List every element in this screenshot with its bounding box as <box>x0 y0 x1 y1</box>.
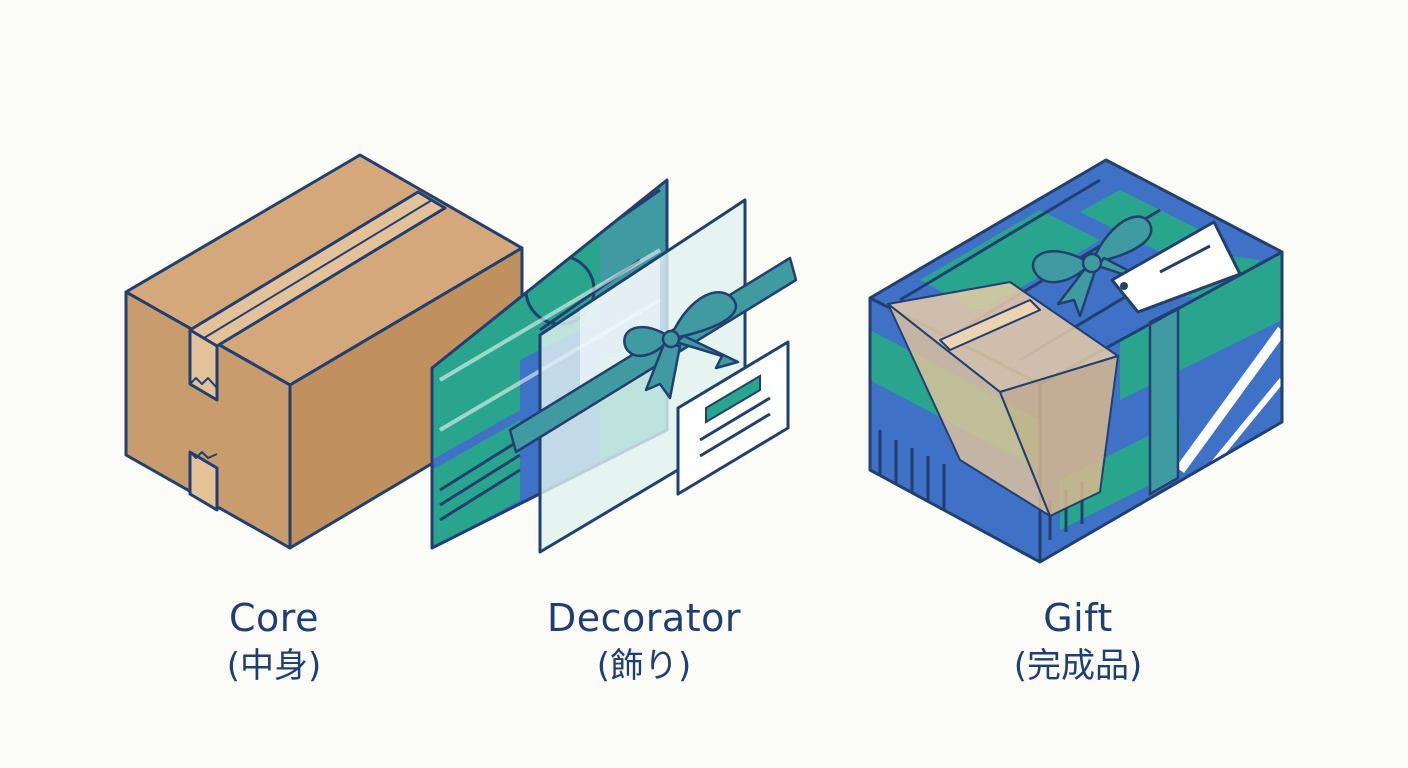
gift-tag-icon <box>1110 220 1242 314</box>
box-tape-front <box>188 328 219 402</box>
decorator-label: Decorator (飾り) <box>494 596 794 686</box>
gift-label: Gift (完成品) <box>928 596 1228 686</box>
gift-tag-card <box>676 340 790 496</box>
decorator-subtitle: (飾り) <box>596 646 692 686</box>
inner-core-box <box>887 281 1119 517</box>
core-subtitle: (中身) <box>226 646 322 686</box>
wrapped-gift-icon <box>868 158 1284 564</box>
gift-title: Gift <box>1043 596 1113 640</box>
cardboard-box-icon <box>124 153 524 550</box>
gift-subtitle: (完成品) <box>1013 646 1143 686</box>
core-label: Core (中身) <box>124 596 424 686</box>
ribbon-bow-icon <box>623 290 740 400</box>
decorator-title: Decorator <box>547 596 741 640</box>
box-tape-front-lower <box>188 450 219 512</box>
core-title: Core <box>229 596 319 640</box>
